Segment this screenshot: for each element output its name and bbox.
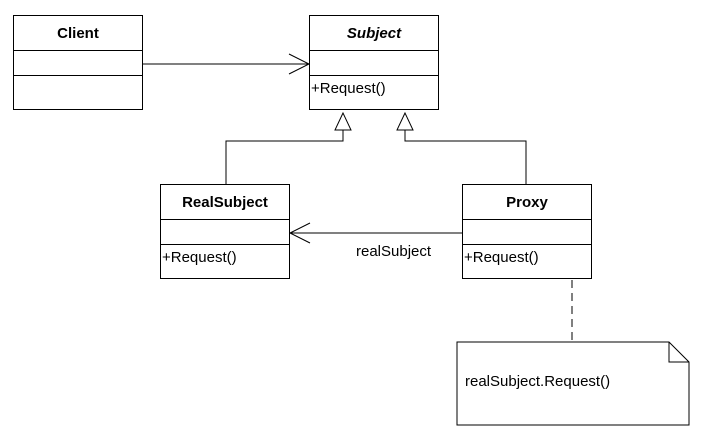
class-proxy-name: Proxy bbox=[463, 185, 591, 220]
note-shape bbox=[456, 341, 690, 426]
class-subject-attributes bbox=[310, 51, 438, 76]
class-subject-operation: +Request() bbox=[311, 80, 386, 97]
class-client-attributes bbox=[14, 51, 142, 76]
class-real-subject: RealSubject +Request() bbox=[160, 184, 290, 279]
class-client-operations bbox=[14, 76, 142, 101]
association-role-label: realSubject bbox=[356, 243, 432, 260]
class-real-subject-operation: +Request() bbox=[162, 249, 237, 266]
class-proxy-operation: +Request() bbox=[464, 249, 539, 266]
proxy-realsubject-open-arrowhead bbox=[288, 222, 311, 244]
realsubject-generalization-line bbox=[225, 130, 344, 184]
realsubject-generalization-triangle bbox=[334, 111, 352, 131]
class-subject-name: Subject bbox=[310, 16, 438, 51]
class-real-subject-attributes bbox=[161, 220, 289, 245]
class-proxy-attributes bbox=[463, 220, 591, 245]
note-text: realSubject.Request() bbox=[465, 373, 611, 390]
proxy-generalization-line bbox=[404, 130, 527, 184]
note-folded-corner bbox=[668, 342, 689, 363]
class-client-name: Client bbox=[14, 16, 142, 51]
class-real-subject-name: RealSubject bbox=[161, 185, 289, 220]
class-subject: Subject +Request() bbox=[309, 15, 439, 110]
class-client: Client bbox=[13, 15, 143, 110]
class-proxy: Proxy +Request() bbox=[462, 184, 592, 279]
proxy-generalization-triangle bbox=[396, 111, 414, 131]
